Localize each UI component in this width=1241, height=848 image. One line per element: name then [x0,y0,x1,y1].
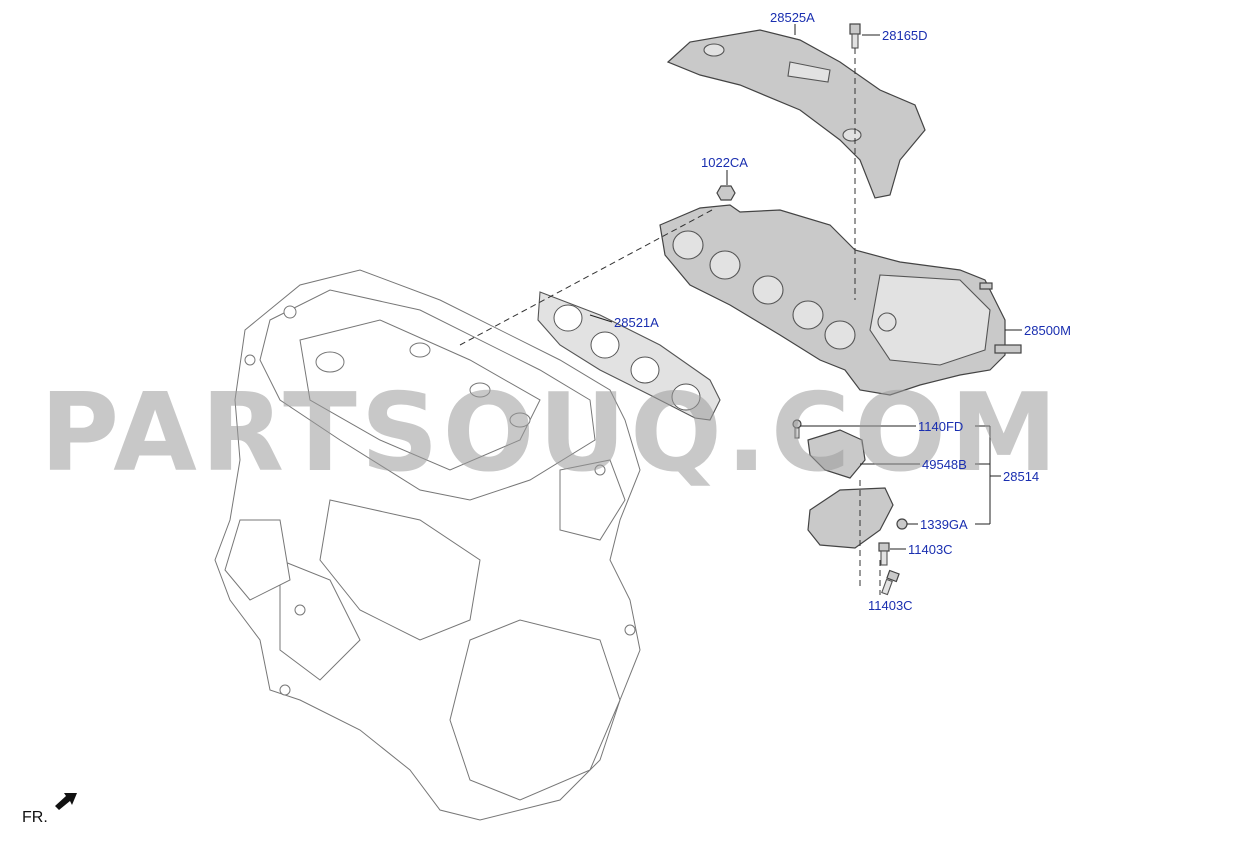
callout-nut-1339[interactable]: 1339GA [920,517,968,532]
callout-bolt-top[interactable]: 28165D [882,28,928,43]
leader-lines [589,24,1022,550]
gasket-part[interactable] [537,291,721,421]
callout-bolt-11403-a[interactable]: 11403C [908,542,953,557]
callout-gasket[interactable]: 28521A [614,315,659,330]
nut-part[interactable] [716,185,736,201]
bracket-lower-part[interactable] [807,487,894,549]
callout-manifold-converter[interactable]: 28500M [1024,323,1071,338]
front-indicator: FR. [22,793,77,826]
engine-block-illustration [214,269,641,821]
front-arrow-icon [55,793,77,810]
front-label: FR. [22,809,48,826]
callout-heat-shield-upper[interactable]: 28525A [770,10,815,25]
bracket-upper-part[interactable] [807,429,866,479]
bolt-11403-a-part[interactable] [878,542,890,566]
bolt-1140-part[interactable] [792,419,802,439]
callout-bracket-assembly[interactable]: 28514 [1003,469,1039,484]
manifold-converter-part[interactable] [659,204,1022,396]
watermark-text: PARTSOUQ.COM [40,371,1061,496]
callout-nut[interactable]: 1022CA [701,155,748,170]
bolt-11403-b-part[interactable] [881,569,900,596]
callout-bracket-upper[interactable]: 49548B [922,457,967,472]
heat-shield-upper-part[interactable] [666,29,926,199]
assembly-guide-lines [459,48,881,595]
callout-bolt-1140[interactable]: 1140FD [918,419,963,434]
bolt-top-part[interactable] [849,23,861,49]
callout-bolt-11403-b[interactable]: 11403C [868,598,913,613]
nut-1339-part[interactable] [896,518,908,530]
